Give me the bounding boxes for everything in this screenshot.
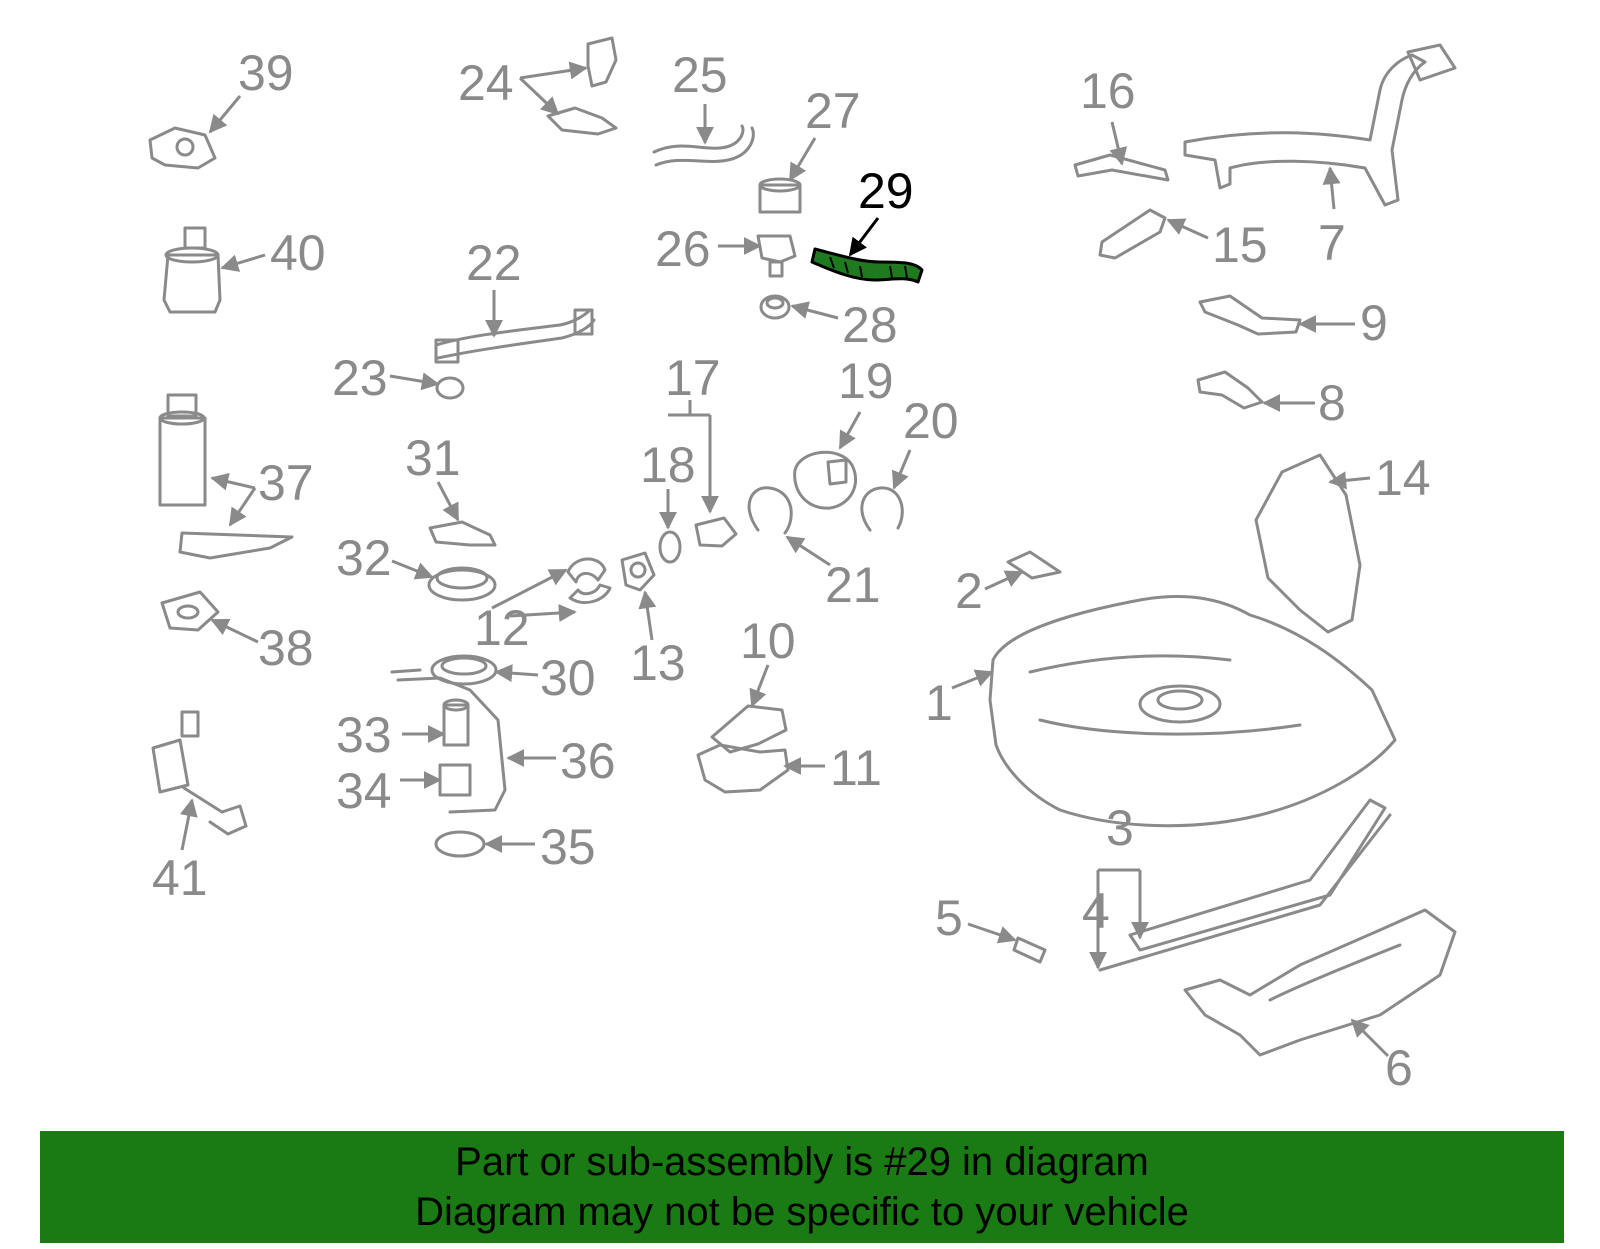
highlighted-part-29[interactable] bbox=[810, 247, 924, 284]
callout-13: 13 bbox=[630, 635, 686, 691]
callout-7: 7 bbox=[1318, 215, 1346, 271]
callout-14: 14 bbox=[1375, 450, 1431, 506]
callout-21: 21 bbox=[825, 557, 881, 613]
callout-16: 16 bbox=[1080, 63, 1136, 119]
callout-31: 31 bbox=[405, 430, 461, 486]
callout-30: 30 bbox=[540, 650, 596, 706]
callout-labels: 39 40 37 38 41 24 25 27 26 28 29 22 23 3… bbox=[152, 45, 1431, 1096]
callout-1: 1 bbox=[925, 675, 953, 731]
callout-24: 24 bbox=[458, 55, 514, 111]
callout-28: 28 bbox=[842, 297, 898, 353]
callout-29: 29 bbox=[858, 163, 914, 219]
callout-23: 23 bbox=[332, 350, 388, 406]
banner-line-1: Part or sub-assembly is #29 in diagram bbox=[455, 1140, 1149, 1184]
callout-18: 18 bbox=[640, 437, 696, 493]
callout-26: 26 bbox=[655, 221, 711, 277]
banner-line-2: Diagram may not be specific to your vehi… bbox=[415, 1190, 1189, 1234]
callout-27: 27 bbox=[805, 83, 861, 139]
callout-37: 37 bbox=[258, 455, 314, 511]
callout-32: 32 bbox=[336, 530, 392, 586]
callout-9: 9 bbox=[1360, 295, 1388, 351]
callout-17: 17 bbox=[665, 350, 721, 406]
callout-33: 33 bbox=[336, 707, 392, 763]
callout-10: 10 bbox=[740, 613, 796, 669]
info-banner: Part or sub-assembly is #29 in diagram D… bbox=[40, 1131, 1564, 1243]
callout-2: 2 bbox=[955, 563, 983, 619]
callout-3: 3 bbox=[1106, 800, 1134, 856]
callout-36: 36 bbox=[560, 733, 616, 789]
callout-15: 15 bbox=[1212, 217, 1268, 273]
callout-4: 4 bbox=[1082, 883, 1110, 939]
callout-20: 20 bbox=[903, 393, 959, 449]
callout-39: 39 bbox=[238, 45, 294, 101]
callout-6: 6 bbox=[1385, 1040, 1413, 1096]
callout-41: 41 bbox=[152, 850, 208, 906]
callout-5: 5 bbox=[935, 890, 963, 946]
part-shapes bbox=[148, 36, 1457, 1057]
callout-25: 25 bbox=[672, 47, 728, 103]
callout-38: 38 bbox=[258, 620, 314, 676]
callout-19: 19 bbox=[838, 353, 894, 409]
callout-34: 34 bbox=[336, 763, 392, 819]
callout-8: 8 bbox=[1318, 375, 1346, 431]
callout-12: 12 bbox=[474, 600, 530, 656]
callout-11: 11 bbox=[830, 740, 882, 796]
callout-22: 22 bbox=[466, 235, 522, 291]
callout-40: 40 bbox=[270, 225, 326, 281]
leader-lines bbox=[179, 61, 1390, 1058]
callout-35: 35 bbox=[540, 819, 596, 875]
